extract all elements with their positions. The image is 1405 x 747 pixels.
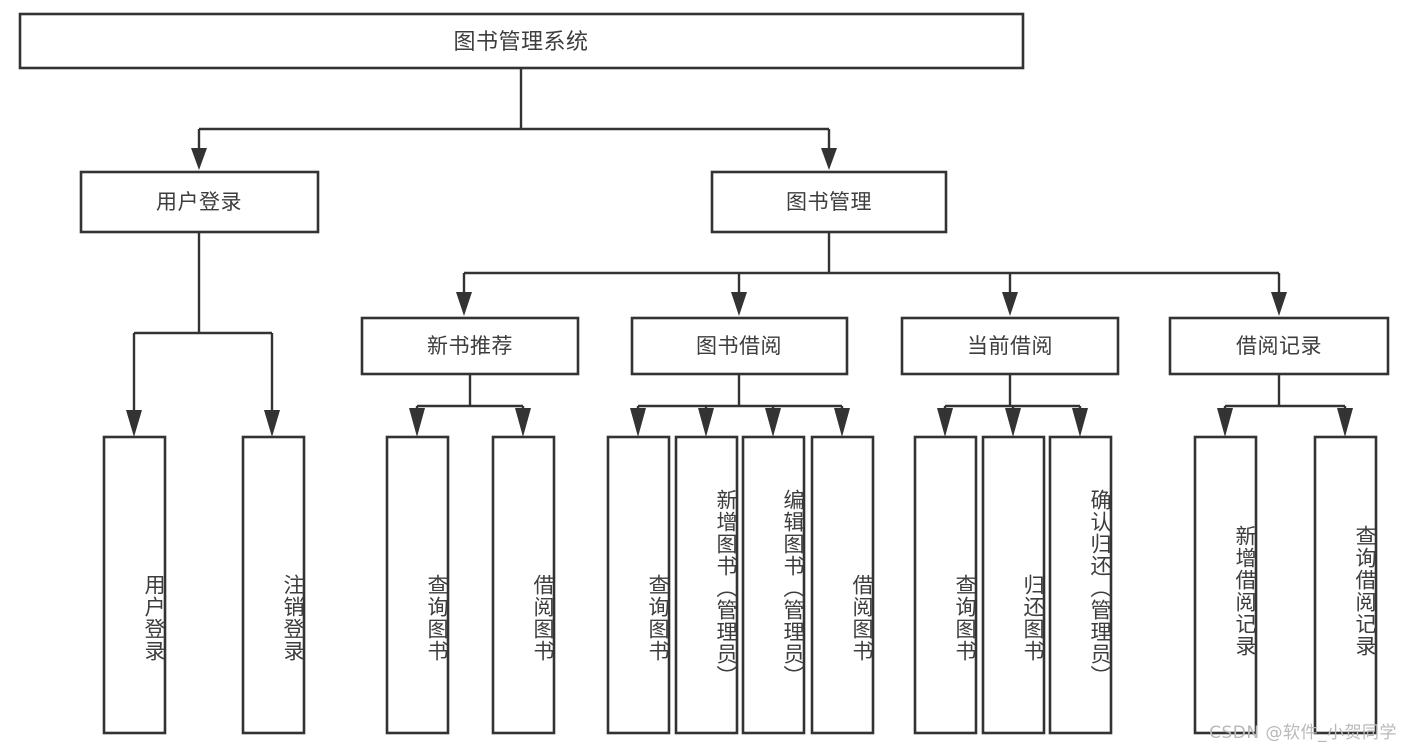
node-root-box[interactable] bbox=[18, 12, 1025, 70]
arrow-head-leaf-user-login-0 bbox=[126, 410, 142, 437]
arrow-head-leaf-newbook-0 bbox=[409, 408, 425, 437]
arrow-head-level3-3 bbox=[1271, 292, 1287, 316]
leaf-box-current-2[interactable] bbox=[1048, 435, 1113, 735]
arrow-head-leaf-record-0 bbox=[1217, 408, 1233, 437]
arrow-head-leaf-borrow-2 bbox=[765, 408, 781, 437]
arrow-head-userlogin bbox=[191, 148, 207, 170]
arrow-head-leaf-newbook-1 bbox=[515, 408, 531, 437]
leaf-box-newbook-1[interactable] bbox=[491, 435, 556, 735]
node-book-borrow-box[interactable] bbox=[630, 316, 849, 376]
leaf-box-borrow-0[interactable] bbox=[606, 435, 671, 735]
node-user-login-box[interactable] bbox=[79, 170, 320, 234]
leaf-box-current-1[interactable] bbox=[981, 435, 1046, 735]
arrow-head-leaf-current-1 bbox=[1005, 408, 1021, 437]
node-user-login-label: 用户登录 bbox=[156, 190, 242, 214]
leaf-box-user-login-1[interactable] bbox=[241, 435, 306, 735]
arrow-head-level3-2 bbox=[1002, 292, 1018, 316]
arrow-head-bookmgmt bbox=[821, 148, 837, 170]
leaf-box-newbook-0[interactable] bbox=[385, 435, 450, 735]
node-current-borrow[interactable]: 当前借阅 bbox=[900, 316, 1120, 376]
node-book-management[interactable]: 图书管理 bbox=[710, 170, 948, 234]
leaf-box-current-0[interactable] bbox=[913, 435, 978, 735]
node-book-borrow-label: 图书借阅 bbox=[696, 334, 782, 358]
leaf-box-borrow-2[interactable] bbox=[741, 435, 806, 735]
arrow-head-leaf-borrow-3 bbox=[834, 408, 850, 437]
leaf-box-record-0[interactable] bbox=[1193, 435, 1258, 735]
node-root[interactable]: 图书管理系统 bbox=[18, 12, 1025, 70]
node-borrow-record-box[interactable] bbox=[1168, 316, 1390, 376]
arrow-head-leaf-record-1 bbox=[1337, 408, 1353, 437]
arrow-head-level3-1 bbox=[731, 292, 747, 316]
arrow-head-leaf-current-0 bbox=[937, 408, 953, 437]
node-new-book-recommend-label: 新书推荐 bbox=[427, 334, 513, 358]
edge-layer bbox=[126, 68, 1353, 437]
node-root-label: 图书管理系统 bbox=[453, 30, 588, 55]
leaf-box-borrow-1[interactable] bbox=[674, 435, 739, 735]
leaf-box-borrow-3[interactable] bbox=[810, 435, 875, 735]
node-new-book-recommend-box[interactable] bbox=[360, 316, 580, 376]
arrow-head-leaf-user-login-1 bbox=[264, 410, 280, 437]
node-current-borrow-box[interactable] bbox=[900, 316, 1120, 376]
arrow-head-level3-0 bbox=[456, 292, 472, 316]
node-borrow-record-label: 借阅记录 bbox=[1236, 334, 1322, 358]
watermark-text: CSDN @软件_小贺同学 bbox=[1209, 723, 1397, 743]
node-user-login[interactable]: 用户登录 bbox=[79, 170, 320, 234]
node-book-borrow[interactable]: 图书借阅 bbox=[630, 316, 849, 376]
node-borrow-record[interactable]: 借阅记录 bbox=[1168, 316, 1390, 376]
node-new-book-recommend[interactable]: 新书推荐 bbox=[360, 316, 580, 376]
arrow-head-leaf-current-2 bbox=[1072, 408, 1088, 437]
node-current-borrow-label: 当前借阅 bbox=[967, 334, 1053, 358]
leaf-box-user-login-0[interactable] bbox=[102, 435, 167, 735]
arrow-head-leaf-borrow-1 bbox=[698, 408, 714, 437]
node-book-management-box[interactable] bbox=[710, 170, 948, 234]
arrow-head-leaf-borrow-0 bbox=[630, 408, 646, 437]
node-book-management-label: 图书管理 bbox=[786, 190, 872, 214]
leaf-box-record-1[interactable] bbox=[1313, 435, 1378, 735]
